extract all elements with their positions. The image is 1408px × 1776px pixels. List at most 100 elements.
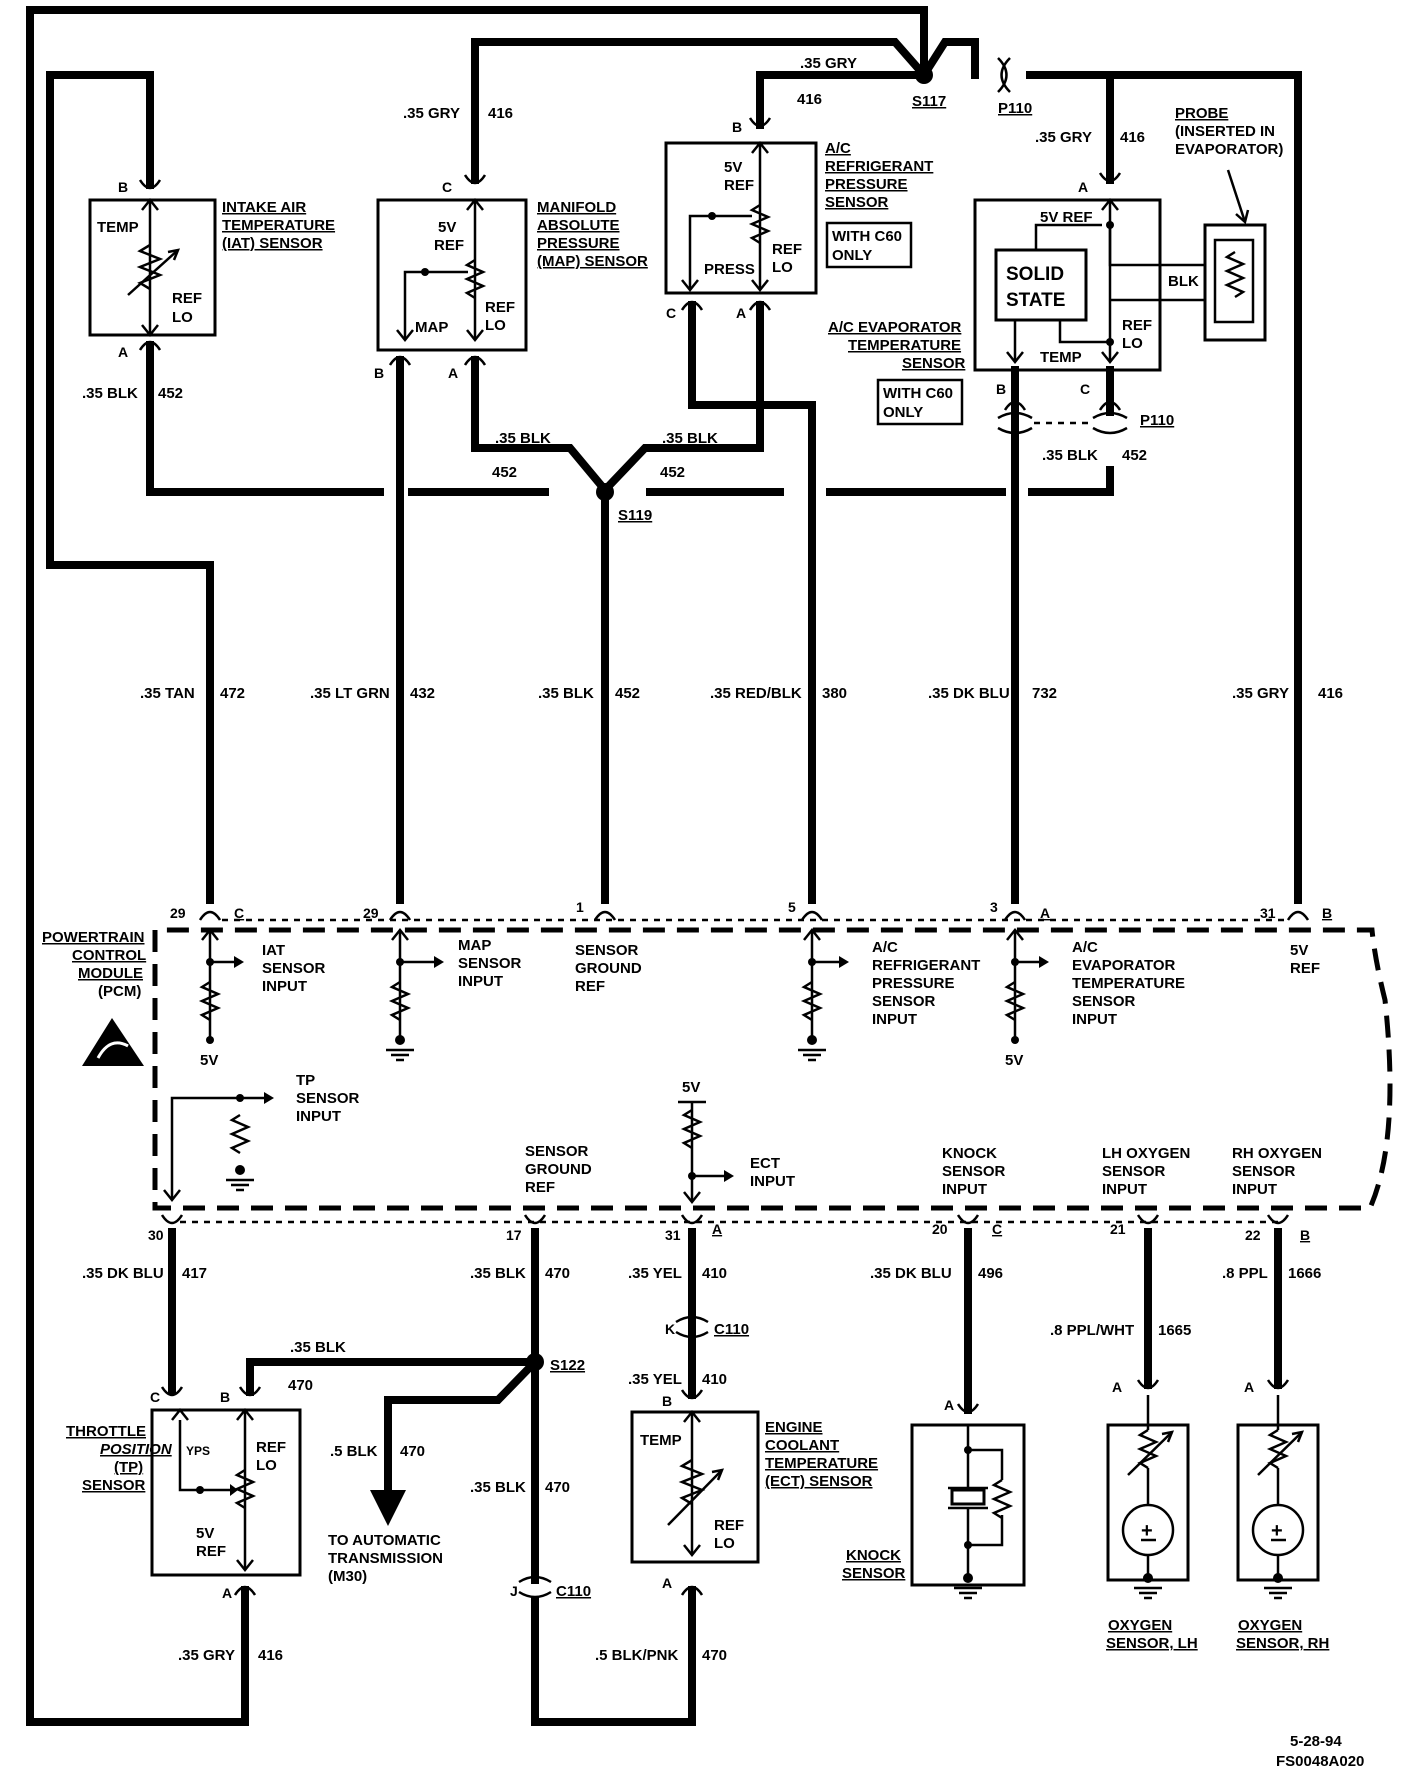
svg-text:ABSOLUTE: ABSOLUTE xyxy=(537,217,620,234)
svg-text:22: 22 xyxy=(1245,1227,1261,1243)
svg-text:MAP: MAP xyxy=(458,937,491,954)
svg-text:(MAP) SENSOR: (MAP) SENSOR xyxy=(537,253,648,270)
svg-text:.35 BLK: .35 BLK xyxy=(538,685,594,702)
svg-text:417: 417 xyxy=(182,1265,207,1282)
pcm-ect-input: 5V ECT INPUT xyxy=(678,1079,795,1205)
svg-text:INPUT: INPUT xyxy=(262,978,307,995)
svg-text:ENGINE: ENGINE xyxy=(765,1419,823,1436)
svg-text:5: 5 xyxy=(788,899,796,915)
oxygen-sensor-rh: + A OXYGEN SENSOR, RH xyxy=(1236,1378,1329,1652)
svg-text:TP: TP xyxy=(296,1072,315,1089)
svg-text:.35 BLK: .35 BLK xyxy=(495,430,551,447)
svg-text:SENSOR: SENSOR xyxy=(842,1565,906,1582)
svg-text:.8 PPL: .8 PPL xyxy=(1222,1265,1268,1282)
pcm-tp-input: TP SENSOR INPUT xyxy=(163,1072,360,1203)
svg-text:REF: REF xyxy=(256,1439,286,1456)
svg-text:REF: REF xyxy=(485,299,515,316)
svg-text:TEMP: TEMP xyxy=(97,219,139,236)
svg-text:SENSOR: SENSOR xyxy=(825,194,889,211)
svg-text:5V: 5V xyxy=(196,1525,214,1542)
svg-text:A/C: A/C xyxy=(872,939,898,956)
svg-text:.35 GRY: .35 GRY xyxy=(1035,129,1092,146)
svg-text:A: A xyxy=(118,344,128,360)
svg-text:SENSOR: SENSOR xyxy=(82,1477,146,1494)
svg-text:B: B xyxy=(118,179,128,195)
svg-text:.35 BLK: .35 BLK xyxy=(470,1479,526,1496)
ac-evaporator-temperature-sensor: SOLID STATE 5V REF TEMP REF LO BLK A B C… xyxy=(828,171,1205,435)
svg-text:.8 PPL/WHT: .8 PPL/WHT xyxy=(1050,1322,1134,1339)
svg-text:(TP): (TP) xyxy=(114,1459,143,1476)
svg-text:MANIFOLD: MANIFOLD xyxy=(537,199,616,216)
svg-text:KNOCK: KNOCK xyxy=(846,1547,901,1564)
svg-text:SENSOR: SENSOR xyxy=(458,955,522,972)
map-sensor: 5V REF MAP REF LO C B A MANIFOLD ABSOLUT… xyxy=(374,173,648,381)
svg-text:REF: REF xyxy=(196,1543,226,1560)
svg-text:EVAPORATOR: EVAPORATOR xyxy=(1072,957,1176,974)
connector-c110: K C110 J C110 xyxy=(510,1315,749,1600)
svg-text:5V: 5V xyxy=(438,219,456,236)
svg-text:GROUND: GROUND xyxy=(575,960,642,977)
svg-text:YPS: YPS xyxy=(186,1444,210,1458)
svg-text:S117: S117 xyxy=(912,93,946,110)
svg-text:5V: 5V xyxy=(200,1052,218,1069)
splice-s122 xyxy=(526,1353,544,1371)
svg-text:THROTTLE: THROTTLE xyxy=(66,1423,146,1440)
svg-text:SENSOR, LH: SENSOR, LH xyxy=(1106,1635,1198,1652)
svg-text:ONLY: ONLY xyxy=(832,247,872,264)
svg-text:REF: REF xyxy=(1122,317,1152,334)
svg-text:SENSOR: SENSOR xyxy=(262,960,326,977)
svg-text:C: C xyxy=(234,905,244,921)
svg-text:REF: REF xyxy=(724,177,754,194)
svg-text:17: 17 xyxy=(506,1227,522,1243)
svg-text:PRESSURE: PRESSURE xyxy=(825,176,908,193)
svg-text:SOLID: SOLID xyxy=(1006,264,1064,285)
svg-text:.35 LT GRN: .35 LT GRN xyxy=(310,685,390,702)
svg-text:C: C xyxy=(992,1221,1002,1237)
svg-text:470: 470 xyxy=(400,1443,425,1460)
svg-text:WITH C60: WITH C60 xyxy=(832,228,902,245)
svg-text:A/C EVAPORATOR: A/C EVAPORATOR xyxy=(828,319,962,336)
ect-sensor: TEMP REF LO B A ENGINE COOLANT TEMPERATU… xyxy=(630,1388,878,1597)
svg-text:POSITION: POSITION xyxy=(100,1441,173,1458)
svg-text:TEMPERATURE: TEMPERATURE xyxy=(1072,975,1185,992)
svg-text:.35 RED/BLK: .35 RED/BLK xyxy=(710,685,802,702)
svg-text:COOLANT: COOLANT xyxy=(765,1437,839,1454)
svg-text:(IAT) SENSOR: (IAT) SENSOR xyxy=(222,235,323,252)
svg-text:SENSOR: SENSOR xyxy=(1232,1163,1296,1180)
wire-452-bus xyxy=(146,301,1114,904)
oxygen-sensor-lh: + A OXYGEN SENSOR, LH xyxy=(1106,1378,1198,1652)
svg-text:C110: C110 xyxy=(556,1583,591,1600)
svg-text:5V: 5V xyxy=(724,159,742,176)
svg-text:LO: LO xyxy=(485,317,506,334)
wire-416-loop xyxy=(26,6,1302,1726)
svg-text:SENSOR: SENSOR xyxy=(575,942,639,959)
svg-text:REF: REF xyxy=(575,978,605,995)
svg-text:20: 20 xyxy=(932,1221,948,1237)
svg-text:416: 416 xyxy=(258,1647,283,1664)
svg-text:LO: LO xyxy=(256,1457,277,1474)
svg-text:LH OXYGEN: LH OXYGEN xyxy=(1102,1145,1190,1162)
svg-text:.35 YEL: .35 YEL xyxy=(628,1371,682,1388)
esd-warning-icon xyxy=(82,1018,144,1066)
svg-text:MAP: MAP xyxy=(415,319,448,336)
svg-text:B: B xyxy=(662,1393,672,1409)
svg-text:.35 TAN: .35 TAN xyxy=(140,685,195,702)
pcm-ac-refrigerant-input: A/C REFRIGERANT PRESSURE SENSOR INPUT xyxy=(796,927,980,1062)
svg-text:K: K xyxy=(665,1321,675,1337)
svg-text:BLK: BLK xyxy=(1168,273,1199,290)
svg-text:.35 BLK: .35 BLK xyxy=(470,1265,526,1282)
svg-text:INPUT: INPUT xyxy=(1102,1181,1147,1198)
svg-text:.5 BLK: .5 BLK xyxy=(330,1443,378,1460)
svg-text:30: 30 xyxy=(148,1227,164,1243)
svg-text:LO: LO xyxy=(1122,335,1143,352)
svg-text:5V: 5V xyxy=(1005,1052,1023,1069)
svg-text:470: 470 xyxy=(545,1479,570,1496)
svg-text:INPUT: INPUT xyxy=(942,1181,987,1198)
svg-text:C: C xyxy=(150,1389,160,1405)
svg-text:REFRIGERANT: REFRIGERANT xyxy=(872,957,980,974)
svg-text:B: B xyxy=(374,365,384,381)
svg-text:INPUT: INPUT xyxy=(1072,1011,1117,1028)
svg-text:21: 21 xyxy=(1110,1221,1126,1237)
splice-s119 xyxy=(596,483,614,501)
